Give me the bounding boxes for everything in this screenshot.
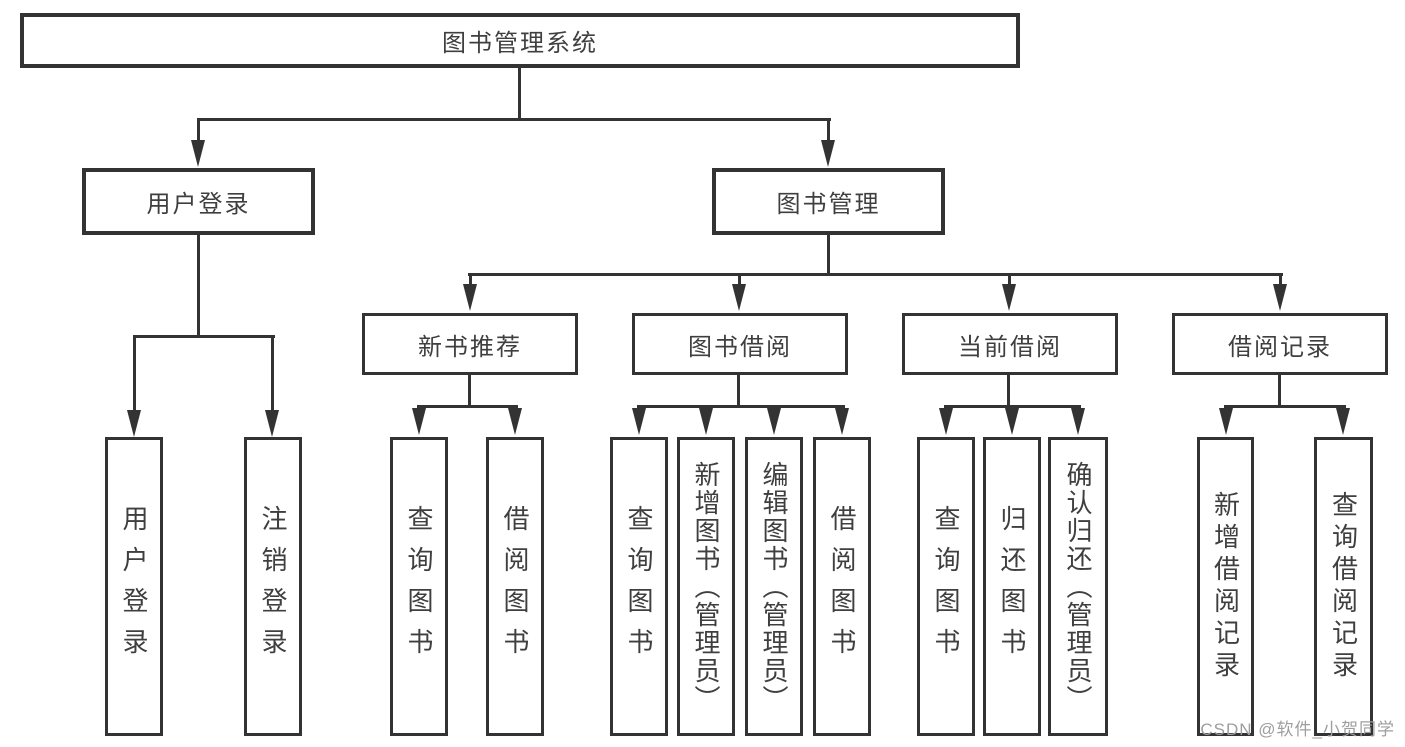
arrowhead-down-icon [265,410,279,437]
node-current-borrowing-label: 当前借阅 [958,333,1062,361]
leaf-logout: 注销登录 [244,437,302,736]
arrowhead-down-icon [821,140,835,167]
arrowhead-down-icon [191,140,205,167]
leaf-nbr-borrow-books: 借阅图书 [486,437,544,736]
node-library-system: 图书管理系统 [20,13,1020,68]
node-book-management-label: 图书管理 [776,191,881,218]
leaf-nbr-query-books: 查询图书 [390,437,448,736]
leaf-bb-query-books-label: 查询图书 [624,504,654,669]
arrowhead-down-icon [835,408,849,435]
leaf-bb-edit-books-admin-label: 编辑图书（管理员） [759,460,789,713]
leaf-cb-confirm-return-admin: 确认归还（管理员） [1048,437,1108,736]
arrowhead-down-icon [1273,284,1287,311]
arrowhead-down-icon [463,284,477,311]
connector-line [637,405,845,408]
node-library-system-label: 图书管理系统 [442,30,598,57]
connector-line [1278,375,1281,406]
connector-line [737,375,740,406]
arrowhead-down-icon [412,408,426,435]
connector-line [1224,405,1346,408]
arrowhead-down-icon [127,410,141,437]
connector-line [468,375,471,406]
node-user-login: 用户登录 [82,168,315,235]
connector-line [417,405,518,408]
node-borrow-records: 借阅记录 [1172,313,1388,375]
arrowhead-down-icon [1005,408,1019,435]
leaf-cb-return-books: 归还图书 [983,437,1041,736]
connector-line [133,335,136,412]
leaf-nbr-borrow-books-label: 借阅图书 [500,504,530,669]
leaf-logout-label: 注销登录 [258,504,288,669]
leaf-bb-add-books-admin: 新增图书（管理员） [677,437,735,736]
leaf-bb-borrow-books-label: 借阅图书 [827,504,857,669]
leaf-br-query-record-label: 查询借阅记录 [1328,490,1359,683]
arrowhead-down-icon [1219,408,1233,435]
connector-line [738,273,741,286]
connector-line [271,335,274,412]
connector-line [827,235,830,275]
node-book-borrowing: 图书借阅 [632,313,848,375]
leaf-cb-return-books-label: 归还图书 [997,504,1027,669]
node-user-login-label: 用户登录 [146,191,251,218]
node-new-book-recommend: 新书推荐 [362,313,578,375]
node-book-borrowing-label: 图书借阅 [688,333,792,361]
leaf-cb-confirm-return-admin-label: 确认归还（管理员） [1063,460,1093,713]
node-book-management: 图书管理 [712,168,945,235]
leaf-user-login-label: 用户登录 [119,504,149,669]
connector-line [518,68,521,120]
arrowhead-down-icon [732,284,746,311]
connector-line [469,273,472,286]
node-borrow-records-label: 借阅记录 [1228,333,1332,361]
leaf-user-login: 用户登录 [105,437,163,736]
arrowhead-down-icon [1071,408,1085,435]
leaf-br-add-record-label: 新增借阅记录 [1210,490,1241,683]
leaf-bb-borrow-books: 借阅图书 [813,437,871,736]
connector-line [944,405,1081,408]
node-new-book-recommend-label: 新书推荐 [418,333,522,361]
leaf-br-query-record: 查询借阅记录 [1314,437,1373,736]
connector-line [1279,273,1282,286]
leaf-bb-query-books: 查询图书 [610,437,668,736]
arrowhead-down-icon [632,408,646,435]
connector-line [827,118,830,142]
arrowhead-down-icon [699,408,713,435]
leaf-br-add-record: 新增借阅记录 [1197,437,1254,736]
connector-line [197,118,200,142]
node-current-borrowing: 当前借阅 [902,313,1118,375]
arrowhead-down-icon [1002,284,1016,311]
watermark: CSDN @软件_小贺同学 [1200,720,1395,739]
leaf-cb-query-books: 查询图书 [917,437,975,736]
connector-line [468,273,1283,276]
connector-line [197,235,200,337]
arrowhead-down-icon [1336,408,1350,435]
connector-line [133,335,275,338]
leaf-bb-edit-books-admin: 编辑图书（管理员） [745,437,803,736]
arrowhead-down-icon [508,408,522,435]
leaf-bb-add-books-admin-label: 新增图书（管理员） [691,460,721,713]
leaf-cb-query-books-label: 查询图书 [931,504,961,669]
leaf-nbr-query-books-label: 查询图书 [404,504,434,669]
connector-line [1008,273,1011,286]
connector-line [197,118,831,121]
arrowhead-down-icon [767,408,781,435]
connector-line [1007,375,1010,406]
arrowhead-down-icon [939,408,953,435]
